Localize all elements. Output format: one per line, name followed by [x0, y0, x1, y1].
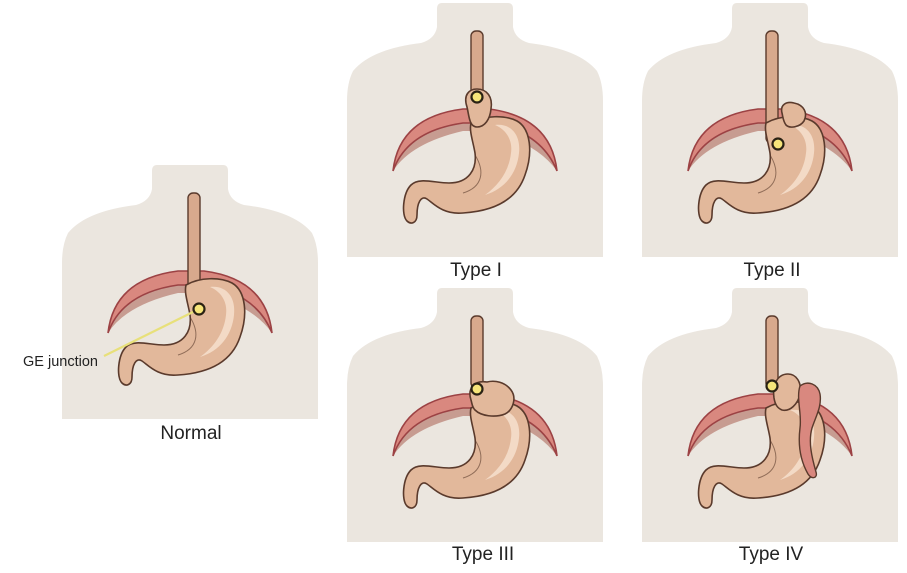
- panel-type-4: Type IV: [642, 288, 898, 565]
- panel-type-3: Type III: [347, 288, 603, 565]
- panel-type-1: Type I: [347, 3, 603, 281]
- ge-junction-marker: [470, 90, 484, 104]
- panel-normal: GE junction Normal: [23, 165, 318, 444]
- esophagus: [470, 315, 484, 389]
- panel-type-2: Type II: [642, 3, 898, 281]
- panel-label: Type III: [452, 544, 514, 565]
- panel-label: Type IV: [739, 544, 804, 565]
- ge-junction-marker: [192, 302, 206, 316]
- ge-junction-label: GE junction: [23, 354, 98, 370]
- herniated-abdominal-organ: [797, 382, 822, 479]
- panel-label: Type II: [743, 260, 800, 281]
- herniated-fundus: [780, 101, 807, 128]
- ge-junction-marker: [771, 137, 785, 151]
- callout-leader-line: [103, 308, 200, 357]
- ge-junction-marker: [470, 382, 484, 396]
- ge-junction-marker: [765, 379, 779, 393]
- panel-label: Normal: [160, 423, 221, 444]
- panel-label: Type I: [450, 260, 502, 281]
- esophagus: [765, 315, 779, 389]
